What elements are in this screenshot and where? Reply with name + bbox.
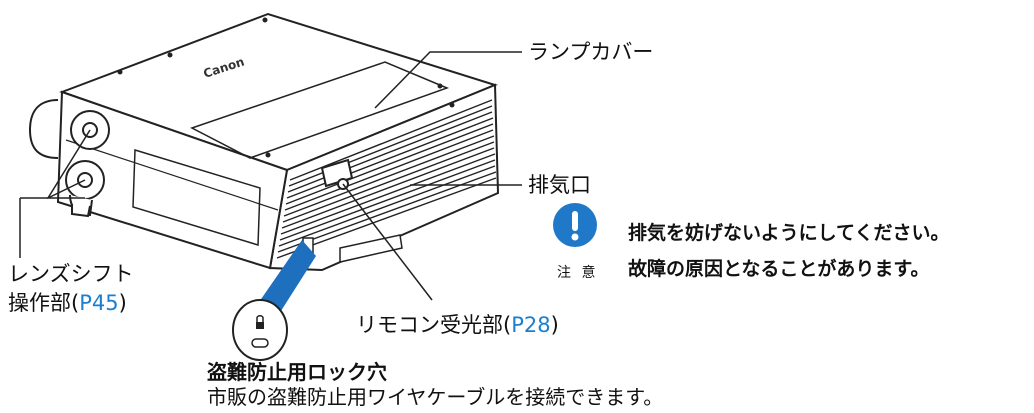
remote-receiver-page-ref[interactable]: P28 — [511, 313, 551, 337]
label-exhaust: 排気口 — [528, 173, 591, 197]
lens-shift-close: ) — [118, 291, 127, 315]
label-lens-shift-line1: レンズシフト — [8, 262, 134, 286]
caution-label: 注 意 — [557, 265, 599, 281]
top-screws — [117, 17, 455, 158]
lock-icon — [251, 315, 269, 348]
label-remote-receiver: リモコン受光部(P28) — [356, 313, 559, 337]
projector-front — [56, 90, 289, 270]
remote-receiver-close: ) — [550, 313, 559, 337]
caution-line-2: 故障の原因となることがあります。 — [628, 258, 930, 280]
label-security-slot-title: 盗難防止用ロック穴 — [207, 360, 387, 384]
security-callout-circle — [232, 299, 288, 361]
label-security-slot-desc: 市販の盗難防止用ワイヤケーブルを接続できます。 — [207, 385, 664, 409]
front-recess — [132, 148, 261, 247]
lamp-cover-panel — [190, 61, 450, 159]
caution-line-1: 排気を妨げないようにしてください。 — [628, 222, 950, 244]
remote-receiver-text: リモコン受光部( — [356, 313, 512, 337]
exclamation-icon — [553, 203, 597, 247]
leader-lines — [19, 51, 522, 301]
lens-protrusion — [28, 99, 59, 159]
label-lamp-cover: ランプカバー — [528, 40, 654, 64]
lens-shift-text: 操作部( — [8, 291, 80, 315]
lens-shift-page-ref[interactable]: P45 — [79, 291, 119, 315]
label-lens-shift-line2: 操作部(P45) — [8, 291, 127, 315]
